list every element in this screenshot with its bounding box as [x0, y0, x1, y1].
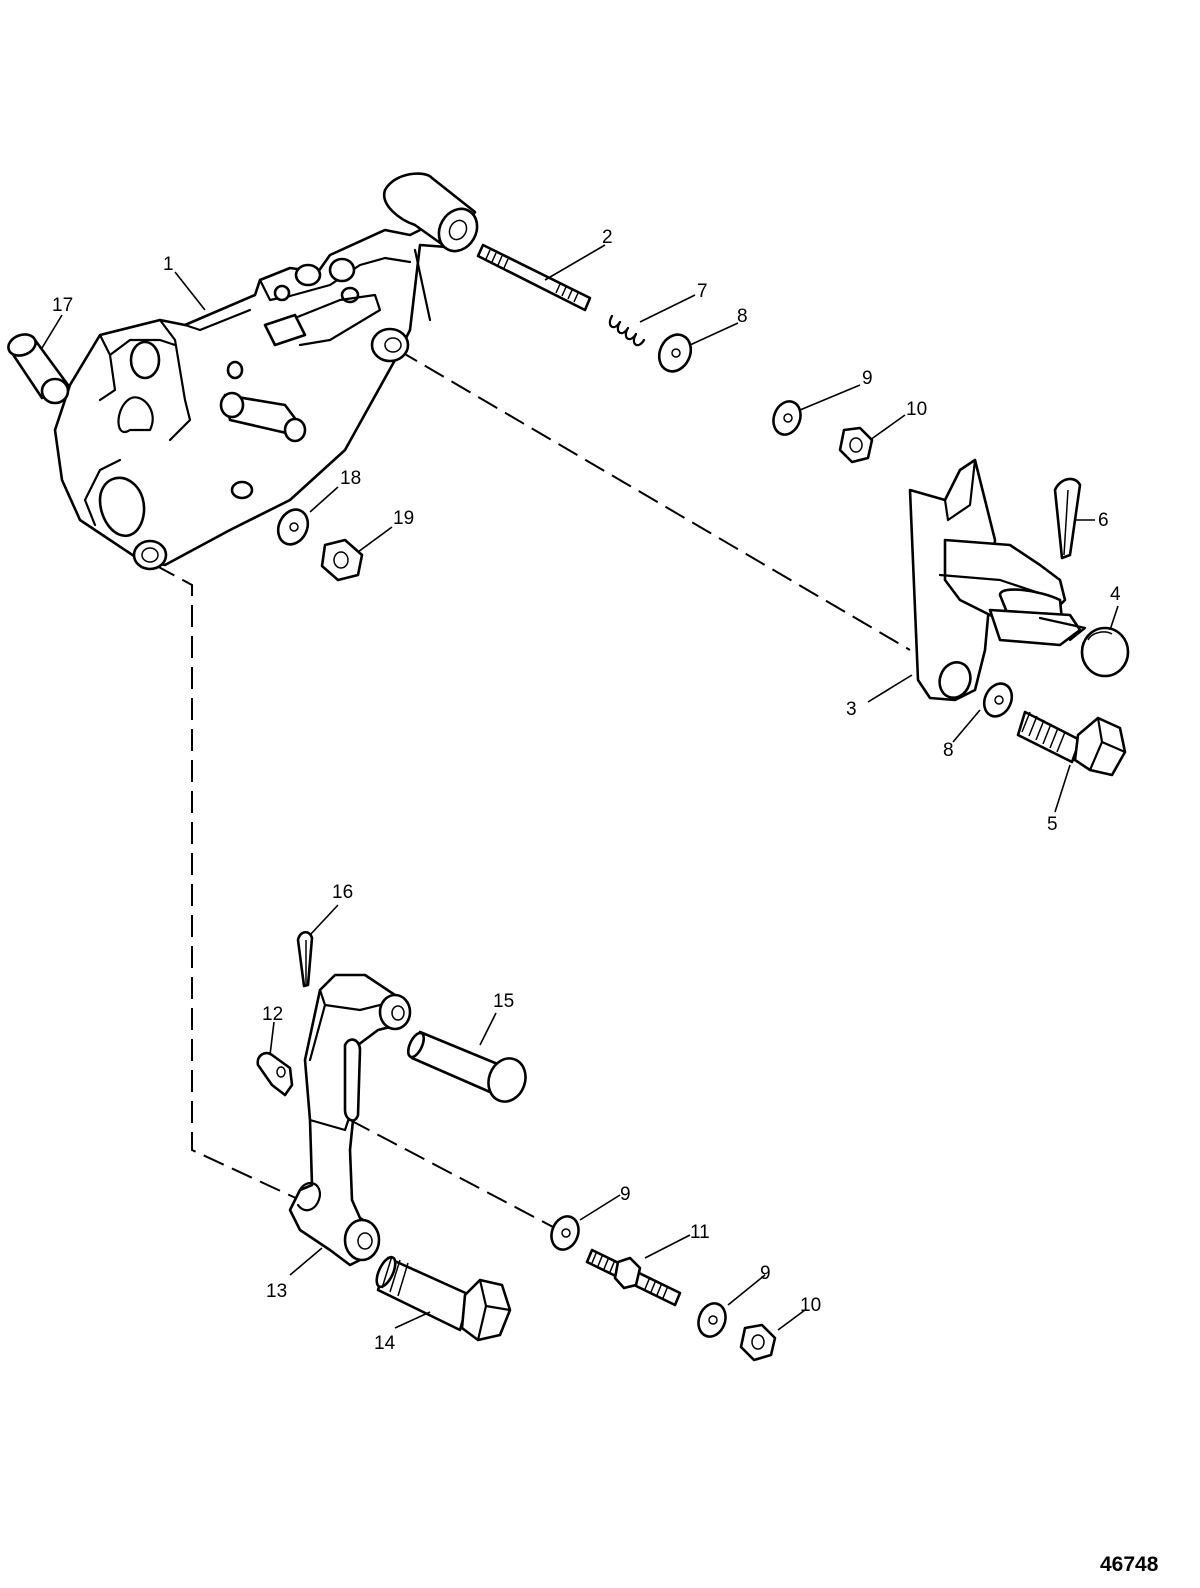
callout-9-upper: 9 [862, 368, 873, 389]
part-17-sleeve [7, 333, 70, 405]
callout-8-lower: 8 [943, 740, 954, 761]
callout-16: 16 [332, 882, 353, 903]
callout-11: 11 [690, 1222, 710, 1243]
part-9-washer-upper [772, 400, 802, 436]
part-8-washer-lower [982, 682, 1014, 718]
figure-number: 46748 [1100, 1553, 1159, 1576]
callout-labels: 1 2 7 8 9 10 17 18 19 6 4 3 8 5 16 15 12… [52, 227, 1121, 1354]
part-15-pin [406, 1030, 527, 1103]
part-16-cotter-pin [296, 930, 314, 988]
callout-9-lower: 9 [760, 1263, 771, 1284]
part-8-washer-upper [657, 333, 693, 373]
callout-9-middle: 9 [620, 1184, 631, 1205]
callout-13: 13 [266, 1281, 287, 1302]
part-18-washer [276, 508, 310, 546]
part-9-washer-middle [550, 1215, 580, 1251]
callout-12: 12 [262, 1004, 283, 1025]
callout-3: 3 [846, 699, 857, 720]
part-4-cap [1080, 626, 1130, 678]
part-9-washer-lower [697, 1302, 727, 1338]
part-6-cotter-pin [1053, 477, 1082, 560]
callout-4: 4 [1110, 584, 1121, 605]
part-10-nut-upper [838, 426, 874, 464]
callout-5: 5 [1047, 814, 1058, 835]
callout-19: 19 [393, 508, 414, 529]
part-2-stud [476, 243, 592, 312]
callout-10-lower: 10 [800, 1295, 821, 1316]
part-10-nut-lower [739, 1323, 777, 1362]
callout-17: 17 [52, 295, 73, 316]
callout-14: 14 [374, 1333, 396, 1354]
callout-leader-lines [41, 244, 1119, 1331]
part-3-lever-bracket [908, 458, 1087, 702]
callout-1: 1 [163, 254, 174, 275]
callout-10-upper: 10 [906, 399, 927, 420]
callout-2: 2 [602, 227, 613, 248]
part-11-stud [585, 1248, 682, 1307]
callout-8-upper: 8 [737, 306, 748, 327]
callout-15: 15 [493, 991, 514, 1012]
callout-6: 6 [1098, 510, 1109, 531]
part-12-clip [256, 1051, 294, 1097]
part-14-shoulder-bolt [375, 1255, 512, 1342]
part-19-nut [320, 538, 364, 582]
callout-18: 18 [340, 468, 361, 489]
part-7-spring [608, 314, 646, 347]
part-13-link-arm [288, 973, 412, 1267]
callout-7: 7 [697, 281, 708, 302]
part-1-main-bracket [53, 172, 479, 571]
part-5-bolt [1016, 710, 1127, 777]
